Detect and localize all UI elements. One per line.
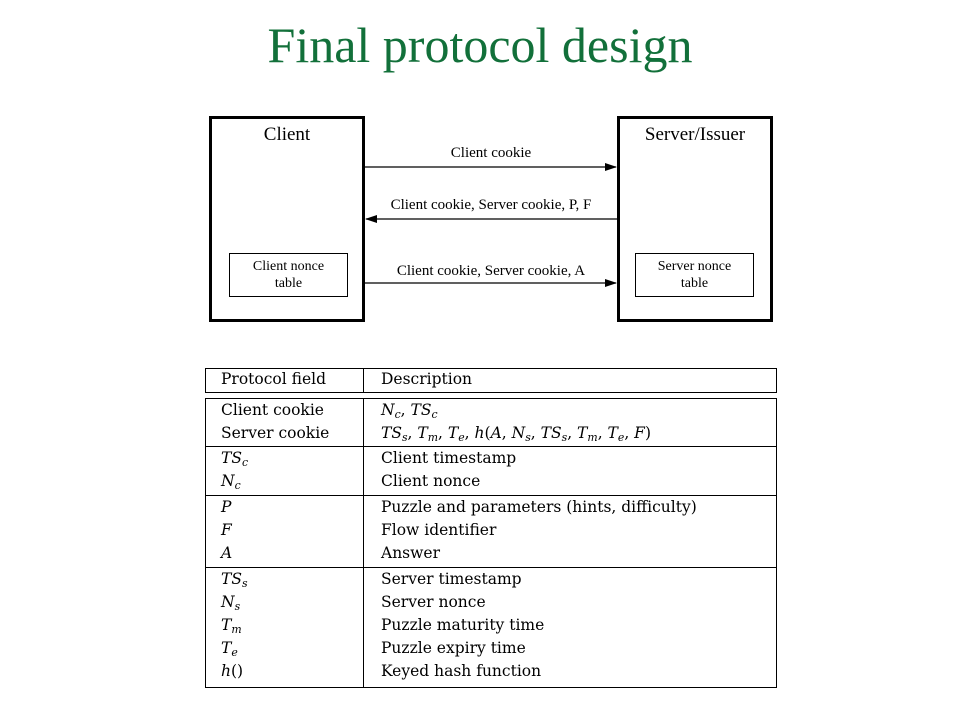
page-title: Final protocol design xyxy=(267,17,693,73)
table-header-frame xyxy=(205,368,777,393)
field-nc: Nc xyxy=(221,472,241,492)
message-1-label: Client cookie xyxy=(450,145,532,161)
desc-a: Answer xyxy=(381,544,440,562)
field-te: Te xyxy=(221,639,238,659)
server-label: Server/Issuer xyxy=(644,124,746,145)
table-row: A Answer xyxy=(205,542,777,566)
table-row: Nc Client nonce xyxy=(205,470,777,494)
field-tss: TSs xyxy=(221,570,248,590)
header-field: Protocol field xyxy=(221,370,327,388)
table-row: F Flow identifier xyxy=(205,519,777,543)
message-2-label: Client cookie, Server cookie, P, F xyxy=(390,197,592,213)
table-row: Ns Server nonce xyxy=(205,591,777,615)
desc-f: Flow identifier xyxy=(381,521,497,539)
client-nonce-table: Client nonce table xyxy=(229,253,348,297)
client-label: Client xyxy=(263,124,311,145)
field-tsc: TSc xyxy=(221,449,249,469)
desc-ns: Server nonce xyxy=(381,593,486,611)
desc-tsc: Client timestamp xyxy=(381,449,517,467)
client-box: Client Client nonce table xyxy=(209,116,365,322)
server-box: Server/Issuer Server nonce table xyxy=(617,116,773,322)
desc-nc: Client nonce xyxy=(381,472,481,490)
table-row: P Puzzle and parameters (hints, difficul… xyxy=(205,496,777,520)
field-a: A xyxy=(221,544,233,562)
desc-server-cookie: TSs, Tm, Te, h(A, Ns, TSs, Tm, Te, F) xyxy=(381,424,651,444)
field-server-cookie: Server cookie xyxy=(221,424,330,442)
table-row: TSc Client timestamp xyxy=(205,447,777,471)
desc-client-cookie: Nc, TSc xyxy=(381,401,438,421)
desc-tss: Server timestamp xyxy=(381,570,522,588)
table-row: Te Puzzle expiry time xyxy=(205,637,777,661)
protocol-table: Protocol field Description Client cookie… xyxy=(205,368,777,688)
field-f: F xyxy=(221,521,232,539)
field-ns: Ns xyxy=(221,593,241,613)
message-3-label: Client cookie, Server cookie, A xyxy=(396,263,586,279)
server-nonce-table: Server nonce table xyxy=(635,253,754,297)
desc-tm: Puzzle maturity time xyxy=(381,616,545,634)
desc-te: Puzzle expiry time xyxy=(381,639,526,657)
table-row: Client cookie Nc, TSc xyxy=(205,399,777,423)
desc-h: Keyed hash function xyxy=(381,662,542,680)
table-body-frame xyxy=(205,398,777,688)
table-header-row: Protocol field Description xyxy=(205,368,777,392)
table-row: Tm Puzzle maturity time xyxy=(205,614,777,638)
table-row: TSs Server timestamp xyxy=(205,568,777,592)
field-p: P xyxy=(221,498,232,516)
header-description: Description xyxy=(381,370,473,388)
field-client-cookie: Client cookie xyxy=(221,401,324,419)
table-row: h() Keyed hash function xyxy=(205,660,777,684)
field-h: h() xyxy=(221,662,244,680)
desc-p: Puzzle and parameters (hints, difficulty… xyxy=(381,498,697,516)
field-tm: Tm xyxy=(221,616,242,636)
table-row: Server cookie TSs, Tm, Te, h(A, Ns, TSs,… xyxy=(205,422,777,446)
